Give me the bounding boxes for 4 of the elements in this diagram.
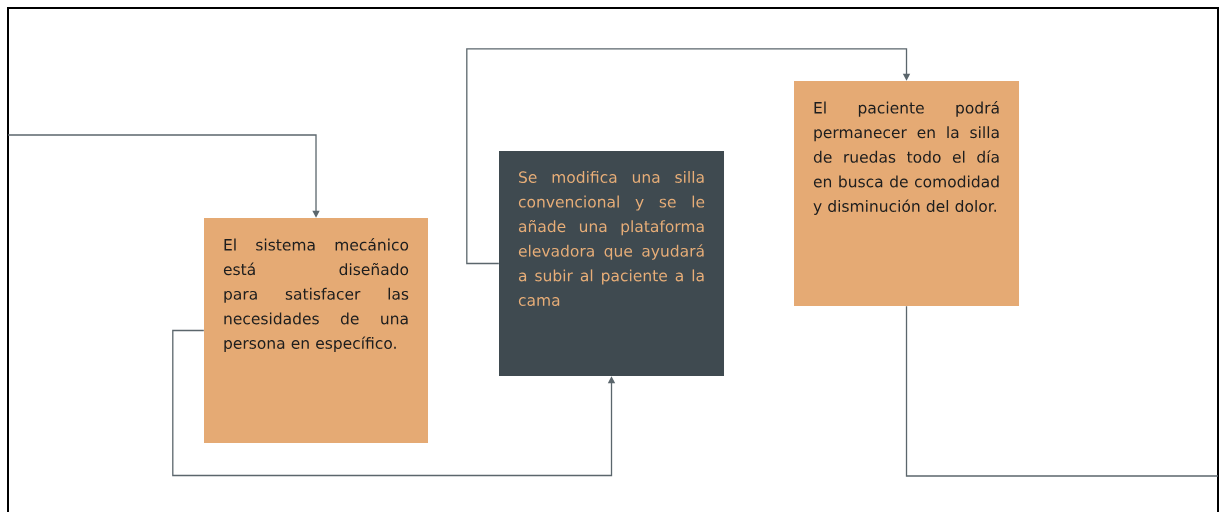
connector-arrow [466, 48, 911, 265]
text-box: El sistema mecánico está diseñado para satisfacer las necesidades de una persona en específico. [204, 218, 428, 443]
text-box: El paciente podrá permanecer en la silla de ruedas todo el día en busca de comodidad y disminución del dolor. [794, 81, 1019, 306]
text-box: Se modifica una silla convencional y se le añade una plataforma elevadora que ayudará a subir al paciente a la cama [499, 151, 724, 376]
